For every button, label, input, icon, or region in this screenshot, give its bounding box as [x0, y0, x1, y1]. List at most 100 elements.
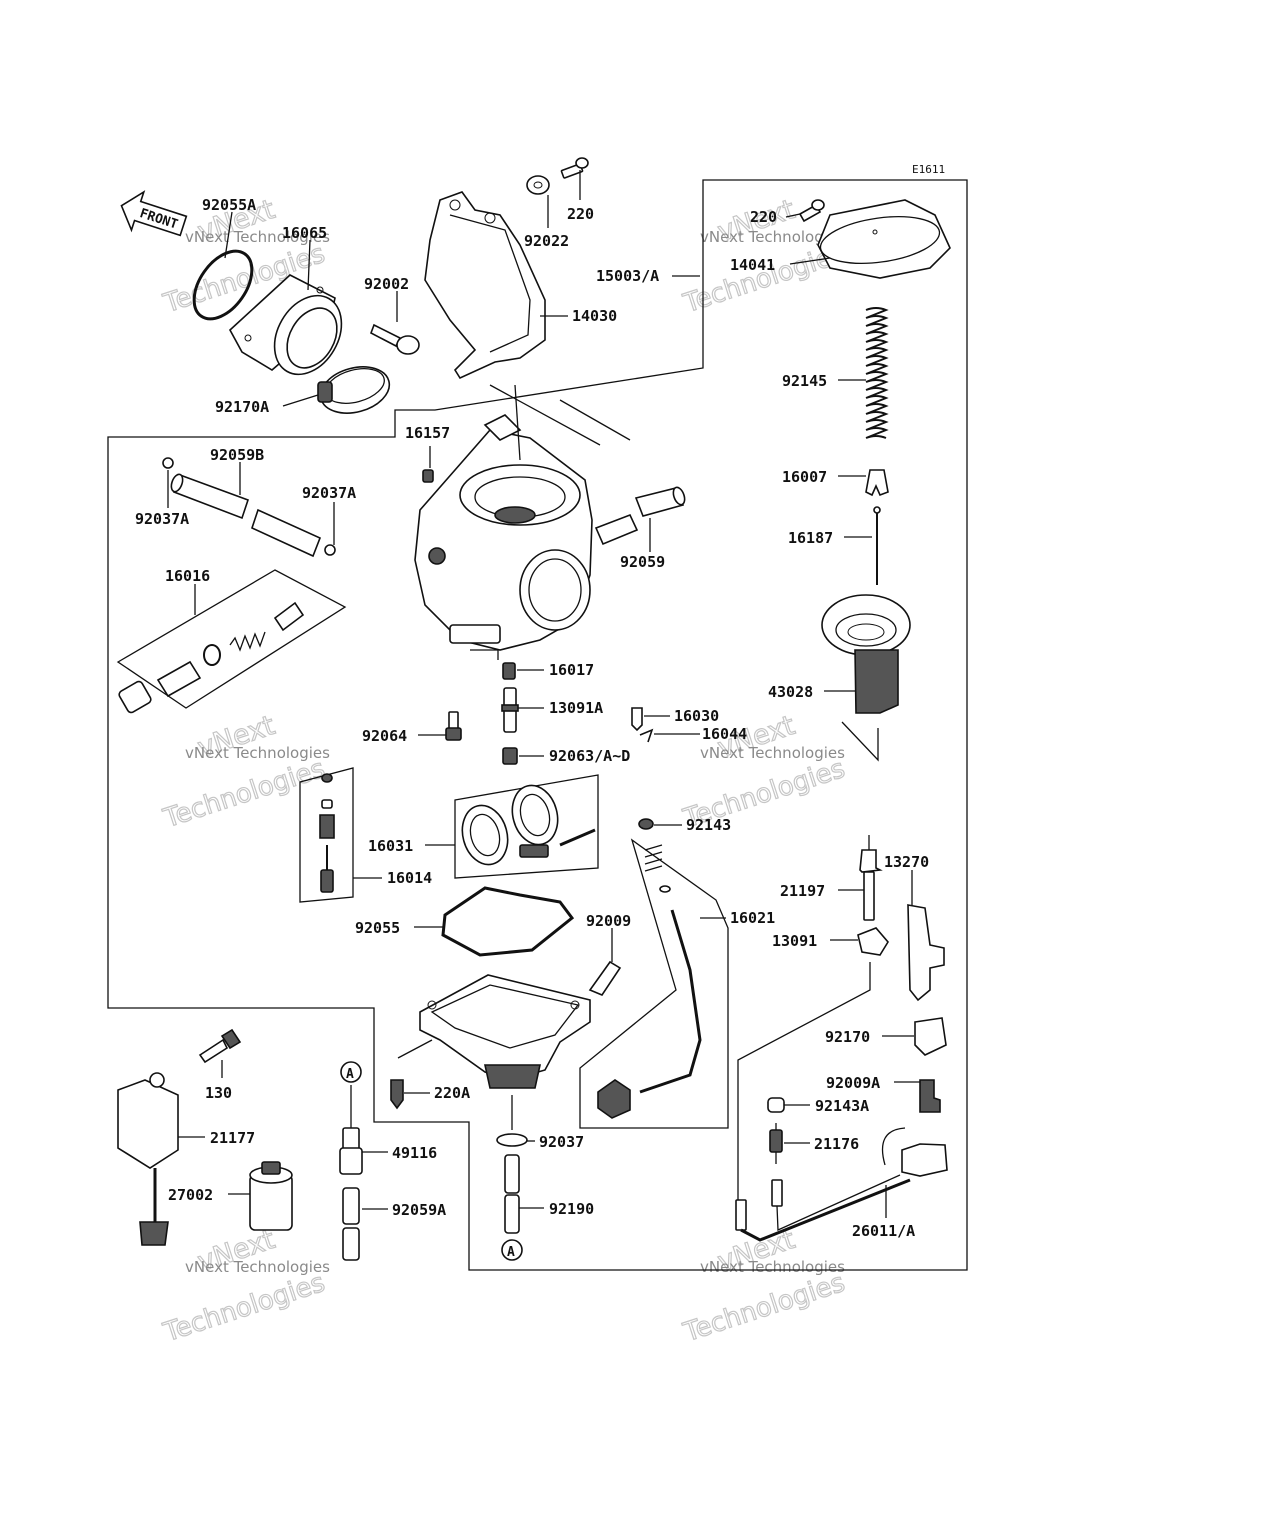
label-92059: 92059	[620, 553, 665, 571]
holder-part	[857, 927, 889, 956]
label-16030: 16030	[674, 707, 719, 725]
sensor-part	[249, 1161, 293, 1231]
svg-text:Technologies: Technologies	[159, 1268, 328, 1348]
intake-holder-part	[228, 274, 343, 376]
vacuum-piston-part	[821, 594, 911, 714]
label-92170A: 92170A	[215, 398, 269, 416]
svg-text:vNext Technologies: vNext Technologies	[185, 228, 330, 246]
watermark: vNext vNext Technologies Technologies	[159, 1223, 330, 1348]
label-220A: 220A	[434, 1084, 470, 1102]
label-21176: 21176	[814, 1135, 859, 1153]
svg-text:A: A	[507, 1245, 515, 1260]
spring-part	[865, 307, 889, 439]
svg-text:vNext Technologies: vNext Technologies	[700, 744, 845, 762]
label-220-right: 220	[750, 208, 777, 226]
clip-part	[639, 728, 654, 743]
svg-text:Technologies: Technologies	[159, 754, 328, 834]
label-43028: 43028	[768, 683, 813, 701]
clip-part	[638, 818, 654, 830]
arrow-line	[841, 721, 879, 762]
label-16065: 16065	[282, 224, 327, 242]
plunger-part	[859, 835, 883, 921]
label-92055A: 92055A	[202, 196, 256, 214]
label-16007: 16007	[782, 468, 827, 486]
wire-harness-part	[735, 1127, 948, 1242]
svg-text:A: A	[346, 1067, 354, 1082]
callout-marker: A	[501, 1239, 523, 1261]
float-bowl-part	[419, 974, 591, 1089]
label-92059A: 92059A	[392, 1201, 446, 1219]
clip-part	[496, 1133, 528, 1147]
clamp-part	[317, 366, 391, 414]
carburetor-body-part	[414, 384, 631, 660]
needle-holder-part	[865, 469, 889, 497]
drain-screw-part	[588, 960, 622, 996]
washer-part	[526, 175, 550, 195]
label-92170: 92170	[825, 1028, 870, 1046]
label-92009A: 92009A	[826, 1074, 880, 1092]
label-220-top: 220	[567, 205, 594, 223]
tube-part	[170, 473, 322, 558]
assembly-boundary	[107, 179, 968, 1271]
tube-part	[342, 1187, 360, 1261]
main-jet-part	[502, 747, 518, 765]
throttle-cable-part	[579, 838, 729, 1129]
labels: 92055A 16065 92002 92170A 92022 220 1403…	[135, 170, 929, 1240]
label-26011A: 26011/A	[852, 1222, 915, 1240]
screw-part	[919, 1079, 941, 1113]
heater-part	[769, 1123, 783, 1164]
label-13091A: 13091A	[549, 699, 603, 717]
label-16014: 16014	[387, 869, 432, 887]
label-15003A: 15003/A	[596, 267, 659, 285]
label-92002: 92002	[364, 275, 409, 293]
label-16044: 16044	[702, 725, 747, 743]
tube-part	[504, 1154, 520, 1234]
bracket-part	[907, 904, 945, 1002]
jet-needle-part	[873, 506, 881, 585]
control-unit-part	[117, 1072, 179, 1246]
label-92063: 92063/A~D	[549, 747, 630, 765]
label-92190: 92190	[549, 1200, 594, 1218]
svg-text:vNext Technologies: vNext Technologies	[700, 1258, 845, 1276]
callout-marker: A	[340, 1061, 362, 1083]
label-16017: 16017	[549, 661, 594, 679]
screw-part	[798, 199, 825, 223]
label-92064: 92064	[362, 727, 407, 745]
label-21197: 21197	[780, 882, 825, 900]
svg-text:Technologies: Technologies	[679, 1268, 848, 1348]
label-21177: 21177	[210, 1129, 255, 1147]
gasket-part	[441, 886, 575, 957]
clamp-part	[914, 1017, 947, 1056]
label-16031: 16031	[368, 837, 413, 855]
label-92055: 92055	[355, 919, 400, 937]
front-arrow-icon: FRONT	[120, 190, 188, 237]
float-valve-part	[631, 707, 643, 732]
label-16187: 16187	[788, 529, 833, 547]
label-13091: 13091	[772, 932, 817, 950]
label-92145: 92145	[782, 372, 827, 390]
washer-part	[767, 1097, 785, 1113]
label-92037: 92037	[539, 1133, 584, 1151]
screw-part	[560, 157, 589, 179]
label-13270: 13270	[884, 853, 929, 871]
label-92143A: 92143A	[815, 1097, 869, 1115]
top-cover-part	[817, 199, 951, 279]
label-92022: 92022	[524, 232, 569, 250]
label-92037A-left: 92037A	[135, 510, 189, 528]
label-16157: 16157	[405, 424, 450, 442]
label-16016: 16016	[165, 567, 210, 585]
svg-text:vNext Technologies: vNext Technologies	[185, 1258, 330, 1276]
float-part	[454, 774, 599, 879]
needle-jet-part	[501, 687, 519, 733]
bolt-part	[370, 323, 420, 355]
pilot-jet-part	[445, 711, 462, 741]
watermark: vNext vNext Technologies Technologies	[159, 709, 330, 834]
label-92143: 92143	[686, 816, 731, 834]
pipe-part	[339, 1085, 363, 1175]
label-14041: 14041	[730, 256, 775, 274]
label-92009: 92009	[586, 912, 631, 930]
jet-part	[502, 662, 516, 680]
tube-part	[594, 486, 686, 546]
